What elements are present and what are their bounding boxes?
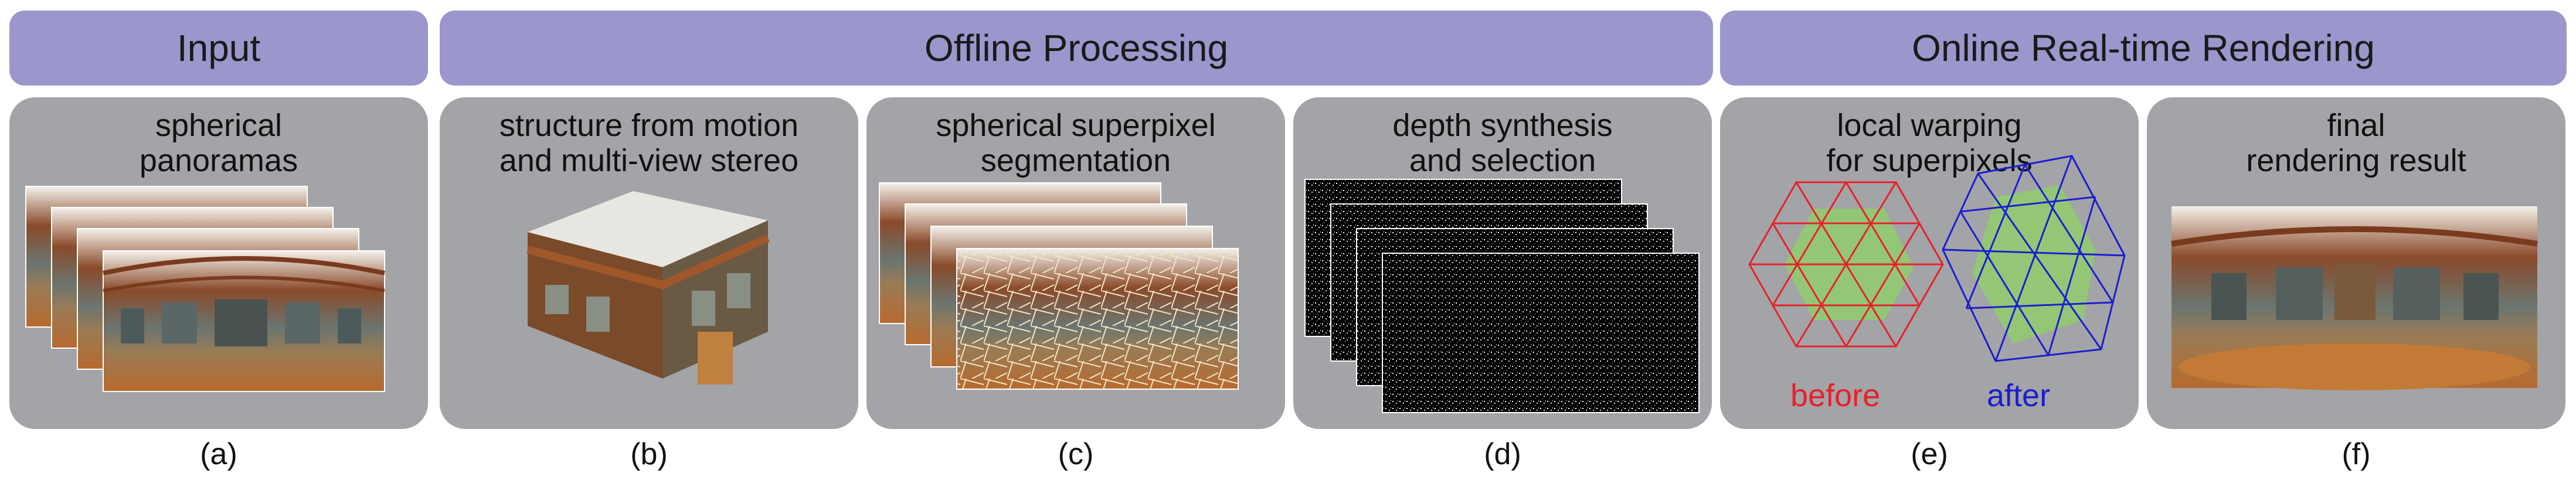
depth-map-stack-image bbox=[1304, 179, 1700, 413]
header-offline-processing: Offline Processing bbox=[440, 11, 1713, 86]
before-label: before bbox=[1790, 378, 1881, 413]
caption-a: (a) bbox=[200, 437, 237, 471]
before-mesh bbox=[1748, 181, 1944, 348]
segmented-panorama-stack-image bbox=[879, 182, 1239, 390]
caption-d: (d) bbox=[1484, 437, 1521, 471]
after-mesh bbox=[1942, 155, 2126, 362]
panorama-stack-image bbox=[25, 186, 385, 392]
caption-e: (e) bbox=[1911, 437, 1948, 471]
caption-f: (f) bbox=[2341, 437, 2371, 471]
rendered-panorama-image bbox=[2171, 206, 2538, 390]
caption-b: (b) bbox=[630, 437, 668, 471]
warping-mesh-diagram bbox=[1748, 155, 2126, 362]
point-cloud-model-image bbox=[526, 191, 770, 384]
header-input: Input bbox=[9, 11, 428, 86]
caption-c: (c) bbox=[1058, 437, 1094, 471]
after-label: after bbox=[1987, 378, 2051, 413]
header-online-rendering: Online Real-time Rendering bbox=[1720, 11, 2567, 86]
